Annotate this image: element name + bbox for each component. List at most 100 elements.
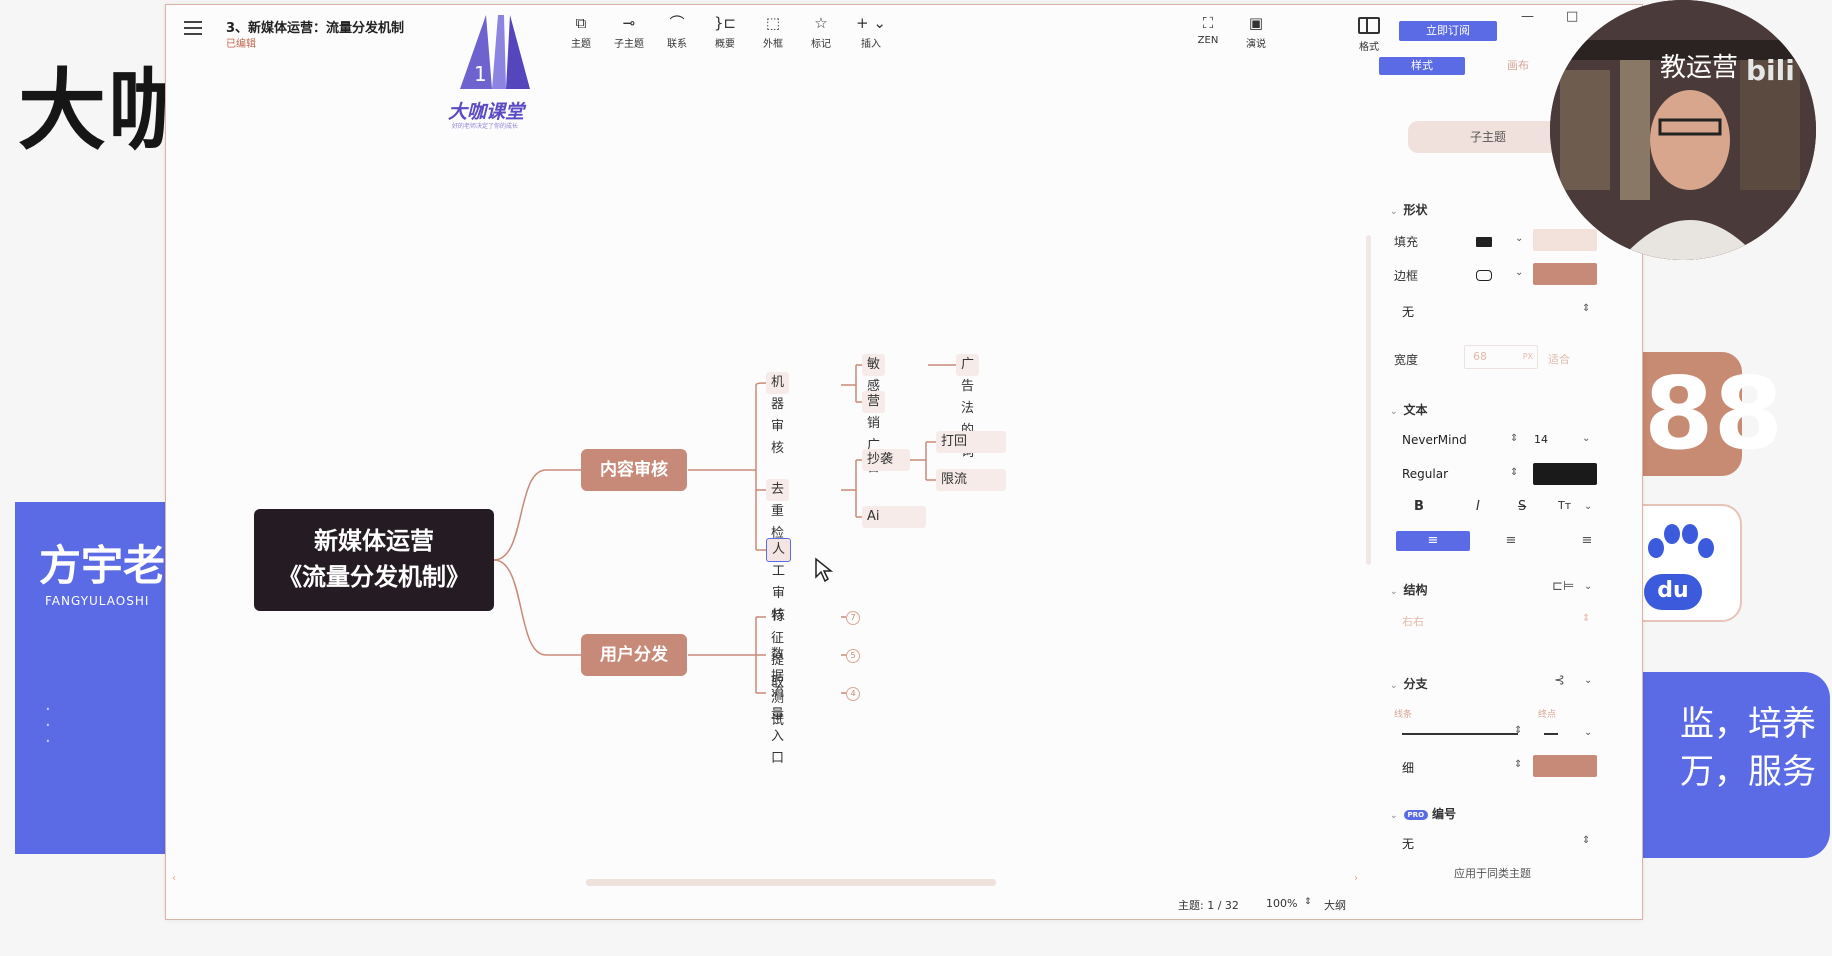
toolbar-summary-button[interactable]: }⊏概要	[705, 13, 745, 50]
toolbar-format-button[interactable]: 格式	[1349, 13, 1389, 53]
select-stepper-icon[interactable]: ⇕	[1514, 725, 1523, 736]
width-fit-button[interactable]: 适合	[1548, 353, 1570, 366]
scroll-left-icon[interactable]: ‹	[172, 873, 176, 884]
scroll-right-icon[interactable]: ›	[1354, 873, 1358, 884]
fill-label: 填充	[1394, 235, 1419, 249]
subtopic-ad-law-words[interactable]: 广告法的词	[956, 354, 980, 460]
toolbar-insert-button[interactable]: + ⌄插入	[851, 13, 891, 50]
structure-select[interactable]: 右右	[1402, 615, 1424, 628]
select-stepper-icon[interactable]: ⇕	[1514, 759, 1523, 770]
line-style-select[interactable]	[1402, 733, 1518, 735]
collapsed-count-badge[interactable]: 4	[846, 687, 860, 701]
italic-button[interactable]: I	[1476, 499, 1480, 514]
subtopic-reject[interactable]: 打回	[936, 431, 1006, 453]
thickness-select[interactable]: 细	[1402, 761, 1415, 775]
toolbar-zen-button[interactable]: ⛶ZEN	[1188, 13, 1228, 46]
hamburger-menu-icon[interactable]	[184, 21, 202, 35]
subtopic-manual-review[interactable]: 人工审核	[766, 538, 792, 623]
toolbar-subtopic-button[interactable]: ⊸子主题	[609, 13, 649, 50]
subtopic-sensitive-words[interactable]: 敏感词	[862, 354, 886, 416]
bold-button[interactable]: B	[1414, 499, 1424, 514]
central-topic[interactable]: 新媒体运营 《流量分发机制》	[254, 509, 494, 611]
subtopic-dedup-detection[interactable]: 去重检测	[766, 479, 790, 563]
branch-style-icon[interactable]: ⊰	[1554, 673, 1565, 688]
font-family-select[interactable]: NeverMind	[1402, 433, 1467, 447]
shape-section-header[interactable]: ⌄形状	[1390, 203, 1428, 217]
background-left-banner: 方宇老 FANGYULAOSHI ···	[15, 502, 175, 854]
select-stepper-icon[interactable]: ⇕	[1582, 835, 1591, 846]
border-shape-icon[interactable]	[1476, 270, 1492, 281]
toolbar-boundary-button[interactable]: ⬚外框	[753, 13, 793, 50]
collapsed-count-badge[interactable]: 5	[846, 649, 860, 663]
structure-icon[interactable]: ⊏⊨	[1552, 579, 1575, 594]
background-right-banner: 监，培养万，服务	[1618, 672, 1830, 858]
canvas-horizontal-scrollbar[interactable]	[586, 879, 996, 886]
collapsed-count-badge[interactable]: 7	[846, 611, 860, 625]
subtopic-icon: ⊸	[622, 14, 636, 32]
subtopic-traffic-entry[interactable]: 流量入口	[771, 685, 785, 766]
chevron-down-icon[interactable]: ⌄	[1582, 433, 1591, 444]
minimize-icon[interactable]: —	[1521, 9, 1534, 24]
subtopic-data-testing[interactable]: 数据测试	[771, 647, 785, 728]
toolbar-marker-button[interactable]: ☆标记	[801, 13, 841, 50]
background-right-line2: 万，服务	[1680, 752, 1816, 792]
format-panel-icon	[1358, 17, 1380, 34]
select-stepper-icon[interactable]: ⇕	[1582, 613, 1591, 624]
main-topic-content-review[interactable]: 内容审核	[581, 449, 687, 491]
main-topic-user-distribution[interactable]: 用户分发	[581, 634, 687, 676]
chevron-down-icon[interactable]: ⌄	[1584, 727, 1593, 738]
align-right-button[interactable]: ≡	[1550, 531, 1624, 551]
text-color-swatch[interactable]	[1533, 463, 1597, 485]
select-stepper-icon[interactable]: ⇕	[1510, 467, 1519, 478]
fill-color-swatch[interactable]	[1533, 229, 1597, 251]
end-style-select[interactable]	[1544, 733, 1558, 735]
toolbar-topic-button[interactable]: ⧉主题	[561, 13, 601, 50]
svg-text:1: 1	[474, 62, 487, 86]
zoom-stepper-icon[interactable]: ⇕	[1304, 897, 1312, 907]
subtopic-plagiarism[interactable]: 抄袭	[862, 449, 910, 471]
toolbar-present-button[interactable]: ▣演说	[1236, 13, 1276, 50]
subtopic-limit-flow[interactable]: 限流	[936, 469, 1006, 491]
tab-canvas[interactable]: 画布	[1507, 59, 1529, 72]
font-size-select[interactable]: 14	[1534, 433, 1548, 446]
chevron-down-icon[interactable]: ⌄	[1515, 267, 1524, 278]
structure-section-header[interactable]: ⌄结构	[1390, 583, 1428, 597]
tab-style[interactable]: 样式	[1379, 57, 1465, 75]
border-color-swatch[interactable]	[1533, 263, 1597, 285]
panel-vertical-scrollbar[interactable]	[1366, 235, 1371, 565]
subtopic-ai[interactable]: Ai	[862, 506, 926, 528]
fill-shape-icon[interactable]	[1476, 237, 1492, 247]
align-center-button[interactable]: ≡	[1474, 531, 1548, 551]
outline-button[interactable]: 大纲	[1324, 899, 1346, 912]
subtopic-feature-extraction[interactable]: 特征提取	[771, 609, 785, 690]
zoom-level[interactable]: 100%	[1266, 897, 1298, 910]
central-topic-line2: 《流量分发机制》	[278, 563, 470, 591]
select-stepper-icon[interactable]: ⇕	[1510, 433, 1519, 444]
svg-text:bili: bili	[1746, 54, 1795, 87]
branch-section-header[interactable]: ⌄分支	[1390, 677, 1428, 691]
apply-to-similar-button[interactable]: 应用于同类主题	[1454, 867, 1531, 880]
border-style-select[interactable]: 无	[1402, 305, 1415, 319]
font-weight-select[interactable]: Regular	[1402, 467, 1449, 481]
chevron-down-icon[interactable]: ⌄	[1584, 675, 1593, 686]
maximize-icon[interactable]: □	[1566, 9, 1579, 24]
subtopic-machine-review[interactable]: 机器审核	[766, 372, 790, 456]
strikethrough-button[interactable]: S	[1518, 499, 1527, 514]
select-stepper-icon[interactable]: ⇕	[1582, 303, 1591, 314]
subtopic-marketing-ads[interactable]: 营销广告	[862, 391, 886, 475]
text-section-header[interactable]: ⌄文本	[1390, 403, 1428, 417]
text-case-button[interactable]: Tт	[1558, 499, 1572, 512]
align-left-button[interactable]: ≡	[1396, 531, 1470, 551]
toolbar-relationship-button[interactable]: ⌒联系	[657, 13, 697, 50]
chevron-down-icon[interactable]: ⌄	[1515, 233, 1524, 244]
chevron-down-icon[interactable]: ⌄	[1584, 581, 1593, 592]
selected-style-pill[interactable]: 子主题	[1408, 121, 1568, 153]
subscribe-button[interactable]: 立即订阅	[1399, 21, 1497, 41]
chevron-down-icon[interactable]: ⌄	[1584, 501, 1593, 512]
border-label: 边框	[1394, 269, 1419, 283]
branch-color-swatch[interactable]	[1533, 755, 1597, 777]
numbering-select[interactable]: 无	[1402, 837, 1415, 851]
